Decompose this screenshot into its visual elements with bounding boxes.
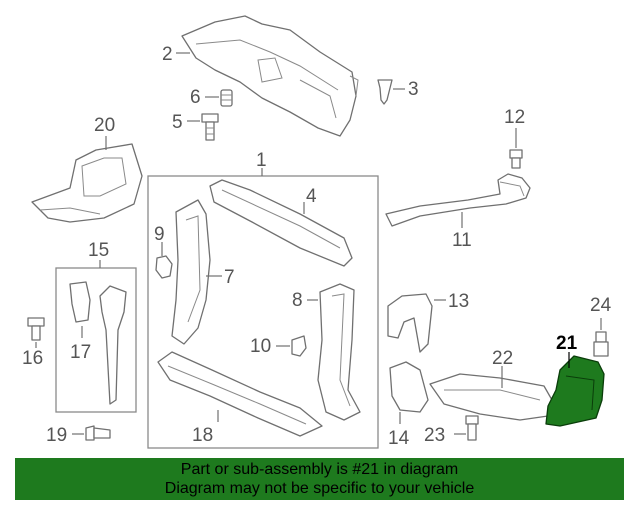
callout-19: 19 bbox=[46, 425, 67, 446]
part-23-bolt bbox=[454, 415, 479, 441]
callout-3: 3 bbox=[408, 79, 419, 100]
part-21-splash-shield bbox=[545, 352, 605, 427]
part-16-bolt bbox=[27, 317, 45, 341]
callout-6: 6 bbox=[190, 87, 201, 108]
part-8-side-support bbox=[307, 283, 361, 421]
callout-11: 11 bbox=[452, 230, 472, 251]
part-18-lower-support bbox=[157, 351, 323, 437]
callout-9: 9 bbox=[154, 224, 165, 245]
callout-20: 20 bbox=[94, 115, 115, 136]
callout-15: 15 bbox=[88, 240, 109, 261]
callout-2: 2 bbox=[162, 44, 173, 65]
callout-7: 7 bbox=[224, 267, 235, 288]
callout-22: 22 bbox=[492, 348, 513, 369]
callout-23: 23 bbox=[424, 425, 445, 446]
callout-24: 24 bbox=[590, 295, 612, 316]
highlight-banner: Part or sub-assembly is #21 in diagram D… bbox=[15, 458, 624, 500]
part-24-bolt bbox=[593, 318, 609, 357]
part-13-air-guide bbox=[387, 293, 446, 353]
part-3-clip bbox=[377, 79, 405, 105]
callout-21: 21 bbox=[556, 333, 578, 354]
part-5-bolt bbox=[187, 113, 219, 141]
callout-12: 12 bbox=[504, 107, 525, 128]
callout-10: 10 bbox=[250, 336, 271, 357]
part-6-grommet bbox=[205, 89, 233, 107]
callout-1: 1 bbox=[256, 150, 267, 171]
callout-5: 5 bbox=[172, 112, 183, 133]
part-20-side-panel bbox=[31, 136, 143, 223]
callout-8: 8 bbox=[292, 290, 303, 311]
part-15-bracket bbox=[99, 285, 127, 405]
part-2-upper-cover bbox=[181, 15, 359, 137]
part-9-bracket bbox=[155, 242, 173, 279]
part-4-upper-support bbox=[209, 179, 353, 267]
part-17-bracket bbox=[69, 281, 91, 338]
banner-line-1: Part or sub-assembly is #21 in diagram bbox=[180, 461, 459, 478]
part-22-undercover bbox=[429, 366, 553, 421]
part-14-air-guide bbox=[389, 361, 429, 424]
part-11-brace bbox=[385, 173, 531, 228]
assembly-15-frame bbox=[55, 267, 137, 413]
callout-17: 17 bbox=[70, 342, 91, 363]
callout-4: 4 bbox=[306, 186, 317, 207]
part-19-bolt bbox=[72, 425, 111, 441]
assembly-1-frame bbox=[147, 175, 379, 449]
callout-14: 14 bbox=[388, 428, 410, 449]
banner-line-2: Diagram may not be specific to your vehi… bbox=[164, 480, 475, 497]
part-10-bracket bbox=[276, 335, 307, 357]
part-12-bolt bbox=[509, 128, 523, 169]
part-7-side-support bbox=[171, 199, 222, 345]
callout-16: 16 bbox=[22, 348, 43, 369]
callout-13: 13 bbox=[448, 291, 469, 312]
parts-diagram: 1 2 3 4 5 6 7 8 9 10 11 12 13 14 15 16 1… bbox=[22, 15, 612, 449]
callout-18: 18 bbox=[192, 425, 213, 446]
